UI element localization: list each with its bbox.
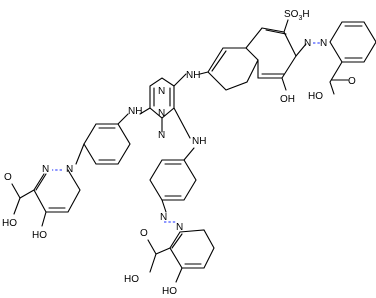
azo-top: N N (295, 38, 327, 57)
phenyl-lower (149, 159, 197, 213)
triazine-n3: N (158, 130, 165, 141)
azo-n1: N (304, 38, 311, 49)
left-cooh-ho: HO (2, 218, 17, 229)
azo-left-n2: N (42, 164, 49, 175)
left-ho: HO (32, 230, 47, 241)
lower-cooh-o: O (140, 228, 148, 239)
naphthol-oh-label: OH (280, 94, 295, 105)
triazine-n2: N (158, 108, 165, 119)
azo-n2: N (320, 38, 327, 49)
nh-label-3: NH (192, 136, 206, 147)
benzoic-ring-top (329, 21, 376, 95)
nh-label-1: NH (186, 70, 200, 81)
azo-left-n1: N (66, 164, 73, 175)
benzoic-ho-label: HO (308, 91, 323, 102)
benzoic-o-label: O (348, 76, 356, 87)
salicylic-ring-lower (147, 229, 215, 283)
azo-lower-n2: N (176, 222, 183, 233)
azo-lower-n1: N (160, 212, 167, 223)
lower-ho: HO (162, 286, 177, 297)
naphthalene-bonds (199, 19, 297, 91)
left-cooh-o: O (4, 172, 12, 183)
nh-label-2: NH (128, 106, 142, 117)
triazine-n1: N (158, 86, 165, 97)
lower-cooh-ho: HO (124, 274, 139, 285)
phenyl-left (75, 123, 131, 165)
so3h-label: SO3H (284, 9, 310, 22)
salicylic-ring-left (11, 169, 81, 227)
